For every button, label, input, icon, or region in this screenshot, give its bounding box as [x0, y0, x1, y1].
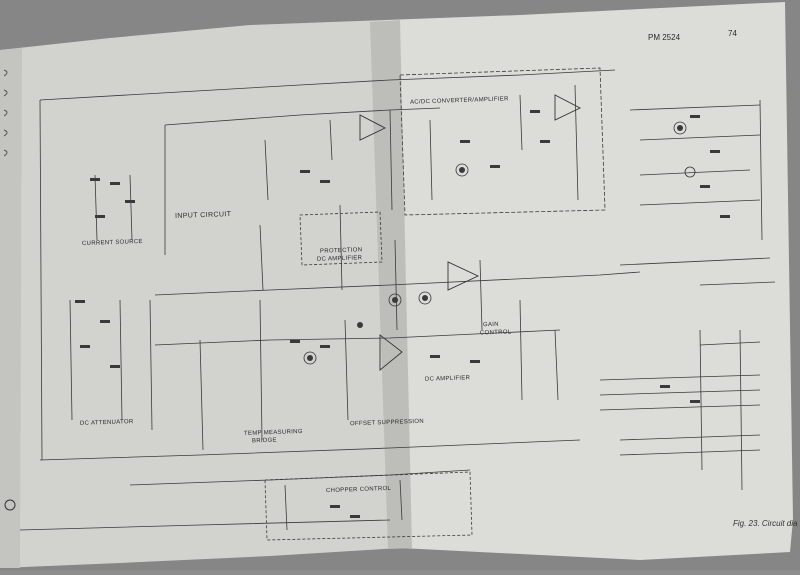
op-amp-symbols — [359, 94, 582, 371]
wiring — [19, 67, 776, 541]
right-page — [385, 2, 793, 560]
page-number: 74 — [728, 29, 737, 38]
label-gain: GAIN — [482, 321, 499, 329]
left-page — [0, 20, 400, 568]
binding-rings — [3, 69, 8, 157]
label-bridge: BRIDGE — [251, 437, 277, 445]
components — [4, 110, 730, 518]
figure-caption: Fig. 23. Circuit dia — [733, 519, 798, 528]
label-control: CONTROL — [479, 329, 512, 337]
page-model: PM 2524 — [648, 33, 681, 42]
